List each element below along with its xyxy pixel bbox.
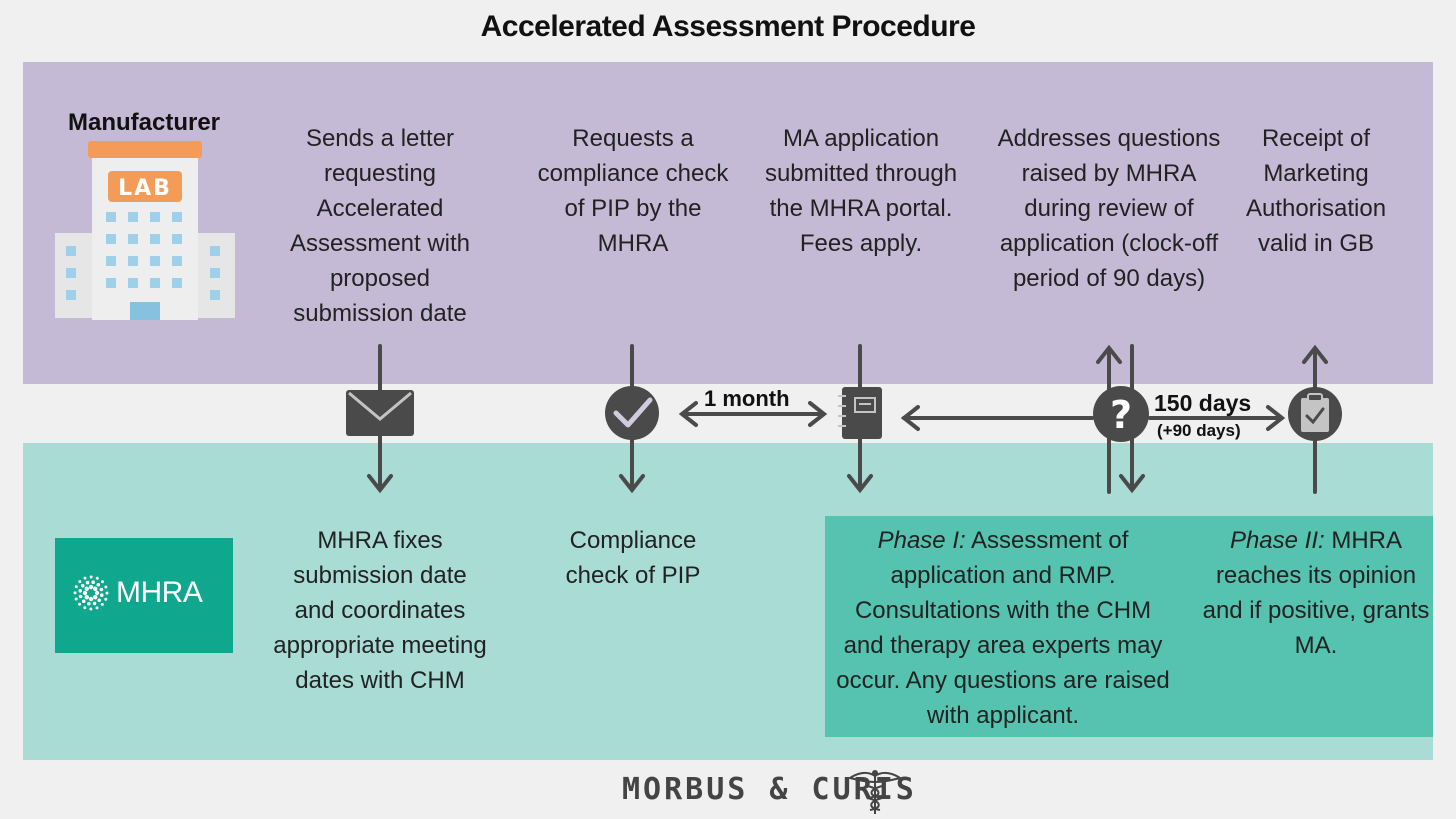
manufacturer-step-3: MA application submitted through the MHR… (764, 125, 958, 257)
arrowhead-step-4-down (1119, 474, 1145, 494)
notebook-icon (838, 387, 882, 439)
interval-90-days: (+90 days) (1157, 421, 1241, 440)
manufacturer-step-5: Receipt of Marketing Authorisation valid… (1245, 125, 1387, 257)
mhra-logo (55, 538, 233, 653)
mhra-logo-dot (85, 580, 90, 585)
mhra-dots-icon (73, 575, 109, 611)
clipboard-check-icon (1288, 387, 1342, 441)
mhra-logo-dot (100, 580, 104, 584)
mhra-logo-dot (100, 602, 104, 606)
mhra-phase-1: Phase I: Assessment of application and R… (832, 523, 1174, 733)
phase-2-title: Phase II: (1229, 527, 1325, 554)
arrowhead-step-1 (367, 474, 393, 494)
phase-box (825, 516, 1433, 737)
mhra-logo-text: MHRA (116, 576, 203, 609)
mhra-logo-dot (78, 580, 82, 584)
mhra-logo-dot (99, 587, 104, 592)
mhra-logo-dot (80, 583, 85, 588)
mhra-logo-dot (84, 586, 89, 591)
mhra-logo-dot (91, 580, 95, 585)
mhra-logo-dot (89, 575, 93, 579)
mhra-phase-2: Phase II: MHRA reaches its opinion and i… (1200, 523, 1432, 663)
mhra-logo-dot (92, 601, 97, 606)
arrowhead-step-5-up (1302, 344, 1328, 364)
page-title: Accelerated Assessment Procedure (480, 10, 976, 43)
phase-1-title: Phase I: (877, 527, 966, 554)
mhra-logo-dot (93, 595, 98, 600)
interval-1-month: 1 month (704, 386, 790, 411)
arrowhead-1-month-left (678, 401, 698, 427)
manufacturer-step-2: Requests a compliance check of PIP by th… (537, 125, 729, 257)
mhra-logo-dot (82, 590, 88, 596)
mhra-logo-dot (97, 598, 102, 603)
caduceus-icon (848, 770, 902, 814)
mhra-logo-dot (84, 595, 89, 600)
envelope-icon (346, 390, 414, 436)
footer-brand: MORBUS & CURIS (622, 772, 917, 807)
arrowhead-step-4-up (1096, 344, 1122, 364)
mhra-logo-dot (74, 585, 78, 589)
question-icon: ? (1093, 386, 1149, 442)
mhra-logo-dot (74, 597, 78, 601)
lab-sign-text: LAB (118, 176, 172, 201)
mhra-logo-dot (104, 585, 108, 589)
mhra-logo-dot (81, 599, 86, 604)
mhra-step-1: MHRA fixes submission date and coordinat… (273, 527, 487, 694)
manufacturer-step-4: Addresses questions raised by MHRA durin… (997, 125, 1221, 292)
mhra-step-2: Compliance check of PIP (565, 527, 701, 589)
mhra-logo-dot (83, 606, 87, 610)
lab-building-icon: LAB (55, 141, 235, 320)
mhra-logo-dot (93, 586, 98, 591)
phase-1-text: Assessment of application and RMP. Consu… (836, 527, 1170, 729)
mhra-logo-dot (95, 606, 99, 610)
mhra-logo-dot (89, 607, 93, 611)
arrowhead-step-2 (619, 474, 645, 494)
mhra-logo-dot (94, 590, 100, 596)
mhra-logo-dot (88, 584, 94, 590)
mhra-logo-dot (83, 576, 87, 580)
mhra-logo-dot (105, 591, 109, 595)
phase-2-text: MHRA reaches its opinion and if positive… (1202, 527, 1430, 659)
mhra-logo-dot (99, 593, 104, 597)
mhra-logo-dot (87, 601, 91, 606)
manufacturer-band (23, 62, 1433, 384)
mhra-logo-dot (73, 591, 77, 595)
mhra-logo-dot (78, 602, 82, 606)
checkmark-icon (605, 386, 659, 440)
arrowhead-step-3 (847, 474, 873, 494)
arrowhead-150-days-right (1266, 405, 1286, 431)
mhra-logo-dot (104, 597, 108, 601)
svg-text:?: ? (1110, 393, 1132, 437)
interval-150-days: 150 days (1154, 390, 1252, 416)
arrowhead-150-days-left (900, 405, 920, 431)
mhra-logo-dot (96, 582, 101, 587)
mhra-logo-dot (78, 594, 83, 599)
mhra-logo-dot (88, 596, 94, 602)
manufacturer-step-1: Sends a letter requesting Accelerated As… (289, 125, 471, 327)
arrowhead-1-month-right (808, 401, 828, 427)
manufacturer-label: Manufacturer (67, 109, 221, 136)
mhra-logo-dot (78, 589, 83, 593)
mhra-logo-dot (95, 576, 99, 580)
